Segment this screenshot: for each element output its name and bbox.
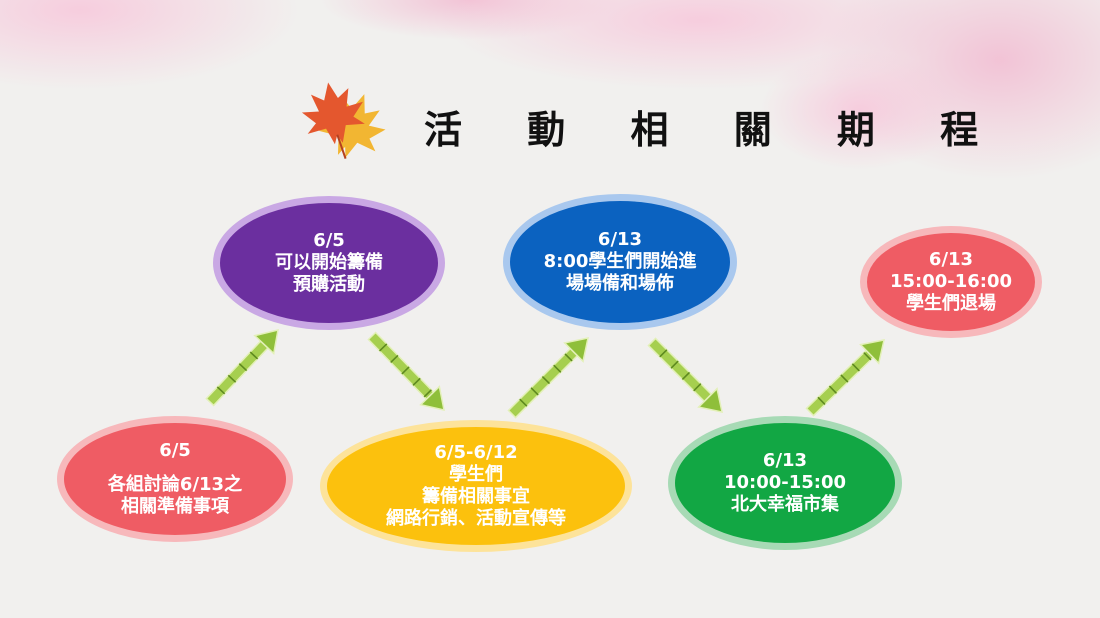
node-text: 8:00學生們開始進 bbox=[543, 251, 697, 272]
node-text: 網路行銷、活動宣傳等 bbox=[386, 508, 566, 529]
timeline-node-6: 6/13 15:00-16:00 學生們退場 bbox=[860, 226, 1042, 338]
node-text: 場場備和場佈 bbox=[566, 273, 674, 294]
node-date: 6/13 bbox=[928, 249, 974, 270]
node-text: 籌備相關事宜 bbox=[422, 486, 530, 507]
node-text: 預購活動 bbox=[293, 274, 365, 295]
node-date: 6/13 bbox=[597, 229, 643, 250]
timeline-node-3: 6/5-6/12 學生們 籌備相關事宜 網路行銷、活動宣傳等 bbox=[320, 420, 632, 552]
maple-leaf-icon bbox=[301, 82, 386, 159]
node-text: 可以開始籌備 bbox=[275, 252, 383, 273]
timeline-node-2: 6/5 可以開始籌備 預購活動 bbox=[213, 196, 445, 330]
page-title: 活 動 相 關 期 程 bbox=[424, 108, 1005, 152]
node-text: 學生們退場 bbox=[906, 293, 996, 314]
node-text: 學生們 bbox=[449, 464, 503, 485]
node-text: 各組討論6/13之 bbox=[107, 474, 243, 495]
timeline-node-1: 6/5 各組討論6/13之 相關準備事項 bbox=[57, 416, 293, 542]
node-text: 15:00-16:00 bbox=[889, 271, 1013, 292]
node-text: 相關準備事項 bbox=[121, 496, 229, 517]
node-date: 6/5-6/12 bbox=[434, 442, 518, 463]
node-date: 6/5 bbox=[159, 440, 191, 461]
timeline-node-4: 6/13 8:00學生們開始進 場場備和場佈 bbox=[503, 194, 737, 330]
node-date: 6/5 bbox=[313, 230, 345, 251]
node-text: 10:00-15:00 bbox=[723, 472, 847, 493]
node-date: 6/13 bbox=[762, 450, 808, 471]
timeline-node-5: 6/13 10:00-15:00 北大幸福市集 bbox=[668, 416, 902, 550]
node-text: 北大幸福市集 bbox=[731, 494, 839, 515]
